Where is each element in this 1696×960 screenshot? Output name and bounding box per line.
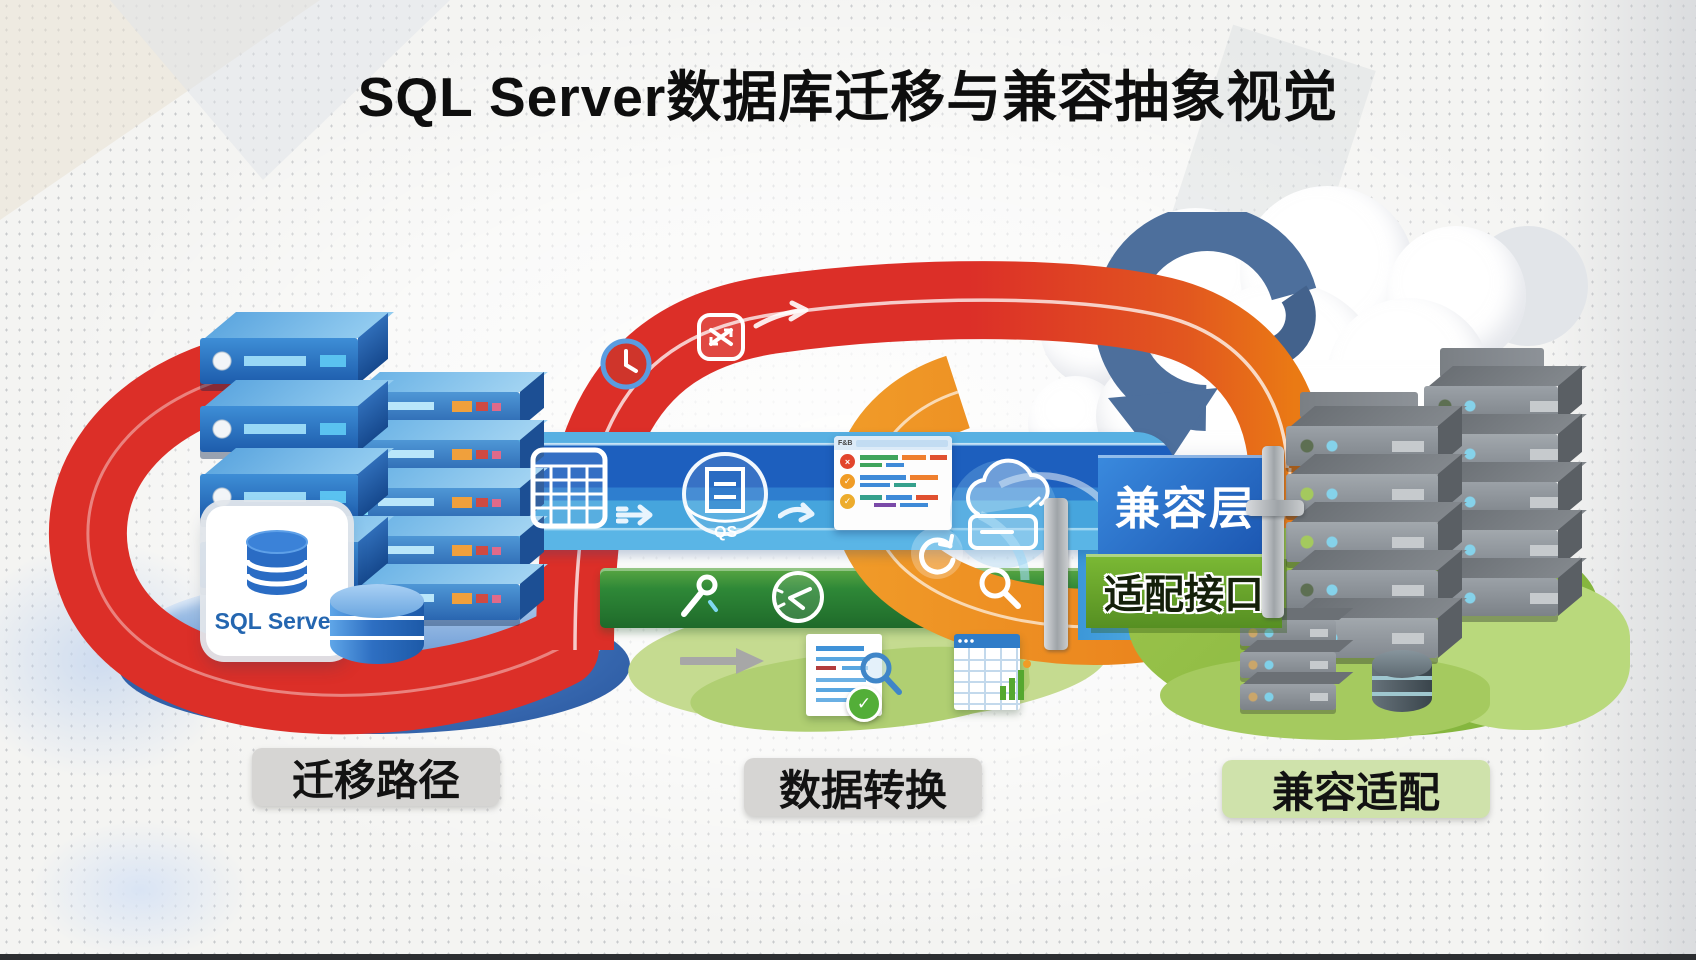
server-unit	[200, 406, 358, 452]
cloud-upload-icon	[950, 458, 1058, 568]
caption-compat-adapt: 兼容适配	[1222, 760, 1490, 818]
page-title: SQL Server数据库迁移与兼容抽象视觉	[357, 66, 1339, 128]
check-icon: ✓	[840, 494, 855, 509]
flow-arrow-icon	[778, 502, 815, 523]
result-row: ✓	[834, 490, 952, 510]
server-unit	[1240, 684, 1336, 710]
db-transform-icon: QS	[682, 452, 768, 541]
step-arrow-icon	[680, 648, 764, 674]
background-shape	[30, 820, 250, 960]
error-icon: ×	[840, 454, 855, 469]
sql-server-label: SQL Server	[214, 607, 340, 634]
signpost-pole	[1262, 446, 1284, 618]
check-badge-icon: ✓	[846, 686, 882, 722]
refresh-icon	[911, 527, 963, 579]
transform-icon-text: QS	[714, 524, 737, 541]
database-icon	[244, 529, 310, 595]
caption-data-transform: 数据转换	[744, 758, 982, 816]
adapter-interface-panel: 适配接口	[1086, 554, 1282, 628]
magnifier-icon	[979, 567, 1021, 609]
swap-icon	[697, 313, 745, 361]
mini-chart-icon	[1000, 660, 1031, 700]
undo-icon	[772, 571, 824, 623]
check-icon: ✓	[840, 474, 855, 489]
caption-migration-path: 迁移路径	[252, 748, 500, 806]
signpost-pole	[1044, 498, 1068, 650]
result-window-title: F&B	[838, 439, 853, 447]
result-row: ✓	[834, 470, 952, 490]
bottom-strip	[0, 954, 1696, 960]
result-bars	[860, 494, 947, 510]
clock-icon	[600, 338, 652, 390]
doc-magnifier-icon	[860, 652, 902, 695]
server-unit	[200, 338, 358, 384]
signpost-crossbar	[1246, 500, 1304, 516]
result-window-field	[856, 439, 948, 447]
result-window: F&B × ✓ ✓	[834, 436, 952, 530]
result-window-titlebar: F&B	[834, 436, 952, 450]
cylinder-top	[330, 584, 424, 618]
result-row: ×	[834, 450, 952, 470]
flow-arrow-icon	[616, 504, 653, 526]
result-bars	[860, 454, 947, 470]
sql-server-card: SQL Server	[206, 506, 348, 656]
wrench-icon	[681, 574, 718, 617]
compatibility-layer-panel: 兼容层	[1098, 455, 1273, 554]
flow-arrow-icon	[753, 300, 809, 329]
result-bars	[860, 474, 947, 490]
table-grid-icon	[530, 447, 608, 529]
cylinder-top	[1372, 650, 1432, 678]
